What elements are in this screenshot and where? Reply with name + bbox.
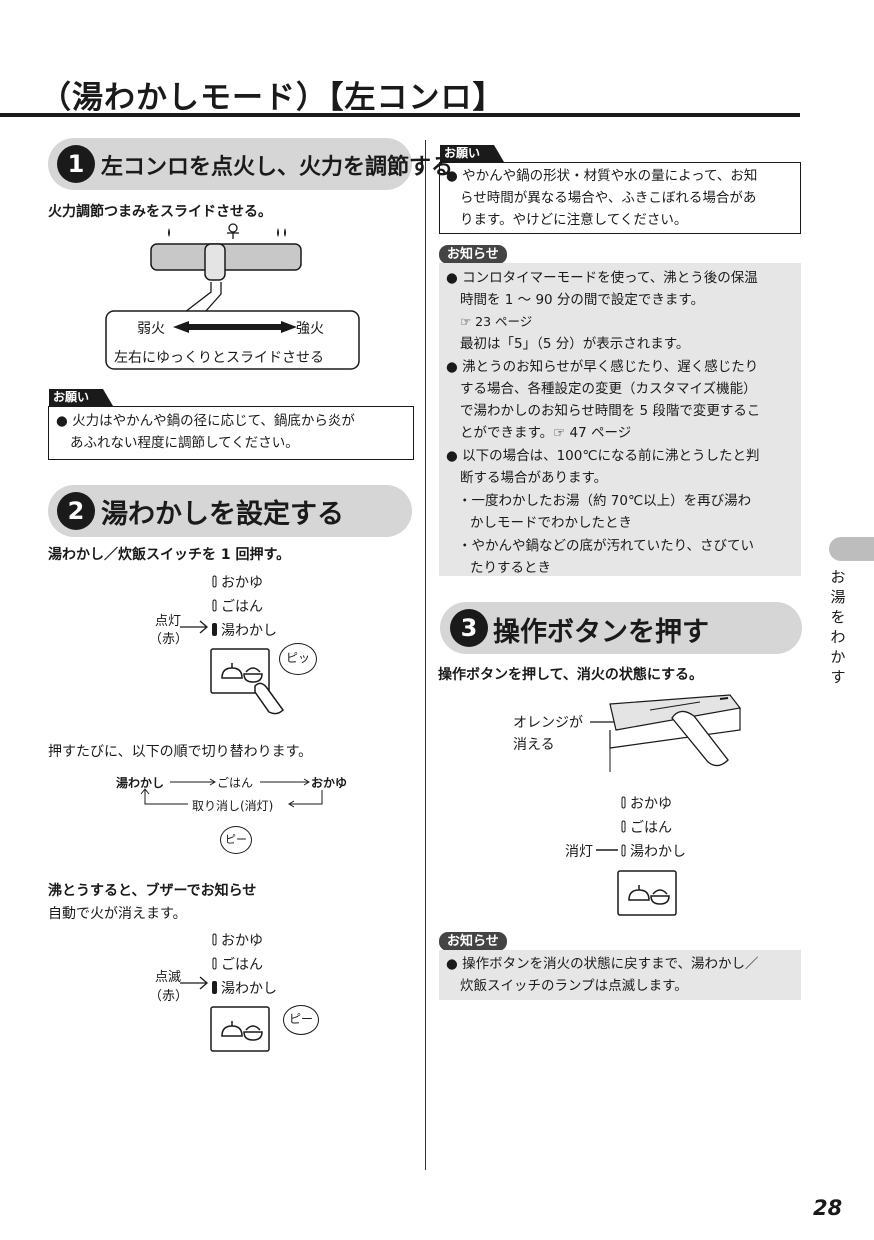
strong-heat-label: 強火 — [296, 321, 324, 337]
beep-pi-bubble: ピッ — [279, 643, 317, 675]
cycle-yuwakashi: 湯わかし — [116, 776, 165, 790]
step1-note-box — [48, 406, 414, 460]
blink-arrow-icon — [180, 976, 208, 990]
step1-instruction: 火力調節つまみをスライドさせる。 — [48, 204, 272, 220]
step2-title: 湯わかしを設定する — [101, 499, 344, 530]
page-title: （湯わかしモード）【左コンロ】 — [40, 80, 505, 116]
step2-instruction: 湯わかし／炊飯スイッチを 1 回押す。 — [48, 547, 291, 563]
boil-beep-bubble: ピー — [283, 1005, 319, 1035]
info1-line4: 最初は「5」（5 分）が表示されます。 — [460, 336, 690, 352]
info1-line14: たりするとき — [470, 560, 551, 576]
step3-rice-switch-icon — [617, 870, 677, 916]
info1-line5: ● 沸とうのお知らせが早く感じたり、遅く感じたり — [446, 359, 759, 375]
lamp2-yuwakashi-label: 湯わかし — [221, 981, 277, 997]
info2-line2: 炊飯スイッチのランプは点滅します。 — [460, 978, 688, 994]
lamp-okayu-label: おかゆ — [221, 575, 263, 591]
lit-label: 点灯 — [155, 614, 182, 629]
boil-auto-off: 自動で火が消えます。 — [48, 906, 187, 922]
step3-title: 操作ボタンを押す — [493, 617, 709, 648]
side-section-label: お湯をわかす — [830, 568, 846, 686]
info1-line2: 時間を 1 ～ 90 分の間で設定できます。 — [460, 292, 705, 308]
lamp-indicator-icon — [212, 575, 217, 636]
cycle-explanation: 押すたびに、以下の順で切り替わります。 — [48, 744, 313, 760]
info2-tag: お知らせ — [439, 932, 507, 951]
lamp2-indicator-icon — [212, 933, 217, 994]
step3-instruction: 操作ボタンを押して、消火の状態にする。 — [438, 667, 704, 683]
right-note-line1: ● やかんや鍋の形状・材質や水の量によって、お知 — [446, 168, 758, 184]
slide-instruction-label: 左右にゆっくりとスライドさせる — [114, 350, 324, 366]
lit-red-label: （赤） — [149, 632, 189, 647]
step3-lamp-okayu: おかゆ — [630, 796, 672, 812]
info2-line1: ● 操作ボタンを消火の状態に戻すまで、湯わかし／ — [446, 956, 759, 972]
info1-line10: 断する場合があります。 — [460, 470, 608, 486]
info1-page-ref: ☞ 23 ページ — [460, 314, 533, 329]
lamp2-okayu-label: おかゆ — [221, 933, 263, 949]
weak-heat-label: 弱火 — [137, 321, 165, 337]
blink-label: 点滅 — [155, 970, 182, 985]
operation-button-illustration — [590, 694, 742, 772]
info1-line7: で湯わかしのお知らせ時間を 5 段階で変更するこ — [460, 403, 761, 419]
info1-tag: お知らせ — [439, 245, 507, 264]
cycle-cancel: 取り消し(消灯) — [192, 799, 274, 813]
lamp-gohan-label: ごはん — [221, 599, 263, 615]
slide-callout-box — [105, 310, 360, 370]
step1-note-line1: ● 火力はやかんや鍋の径に応じて、鍋底から炎が — [56, 413, 355, 429]
step3-number: 3 — [450, 609, 488, 647]
title-rule — [0, 113, 800, 117]
off-label: 消灯 — [565, 844, 593, 860]
rice-switch-button-icon — [210, 648, 284, 715]
step1-note-tag: お願い — [49, 389, 113, 406]
lamp-yuwakashi-label: 湯わかし — [221, 623, 277, 639]
right-note-tag: お願い — [440, 145, 504, 162]
step2-number: 2 — [57, 492, 95, 530]
cycle-beep-bubble: ピー — [220, 826, 252, 854]
right-note-line2: らせ時間が異なる場合や、ふきこぼれる場合があ — [460, 190, 757, 206]
step3-lamp-yuwakashi: 湯わかし — [630, 844, 686, 860]
info2-box — [439, 950, 801, 1000]
step3-header — [440, 602, 802, 654]
right-note-box — [439, 162, 801, 234]
step3-lamp-indicator-icon — [621, 796, 626, 857]
step1-title: 左コンロを点火し、火力を調節する — [101, 155, 454, 180]
lamp2-gohan-label: ごはん — [221, 957, 263, 973]
cycle-arrows — [140, 778, 323, 808]
info1-line12: かしモードでわかしたとき — [470, 515, 632, 531]
heat-knob-illustration — [150, 223, 302, 281]
info1-line8: とができます。☞ 47 ページ — [460, 425, 632, 441]
cycle-okayu: おかゆ — [311, 776, 348, 790]
info1-line1: ● コンロタイマーモードを使って、沸とう後の保温 — [446, 270, 758, 286]
cycle-gohan: ごはん — [217, 776, 254, 790]
info1-line6: する場合、各種設定の変更（カスタマイズ機能） — [460, 381, 757, 397]
knob-pointer-line — [184, 282, 222, 312]
column-divider — [425, 140, 426, 1170]
orange-label: オレンジが — [513, 715, 583, 731]
boil-notice: 沸とうすると、ブザーでお知らせ — [48, 883, 257, 899]
info1-line9: ● 以下の場合は、100℃になる前に沸とうしたと判 — [446, 448, 760, 464]
side-tab-marker — [829, 537, 874, 561]
right-note-line3: ります。やけどに注意してください。 — [460, 212, 688, 228]
rice-switch-button2-icon — [210, 1006, 270, 1052]
step3-lamp-gohan: ごはん — [630, 820, 672, 836]
info1-line11: ・一度わかしたお湯（約 70℃以上）を再び湯わ — [458, 493, 752, 509]
info1-box — [439, 263, 801, 576]
disappear-label: 消える — [513, 737, 555, 753]
step1-note-line2: あふれない程度に調節してください。 — [70, 435, 299, 451]
page-number: 28 — [813, 1196, 843, 1220]
off-pointer-line — [596, 849, 618, 851]
blink-red-label: （赤） — [149, 989, 189, 1004]
info1-line13: ・やかんや鍋などの底が汚れていたり、さびてい — [458, 538, 755, 554]
lit-arrow-icon — [180, 620, 208, 634]
step1-number: 1 — [57, 145, 95, 183]
